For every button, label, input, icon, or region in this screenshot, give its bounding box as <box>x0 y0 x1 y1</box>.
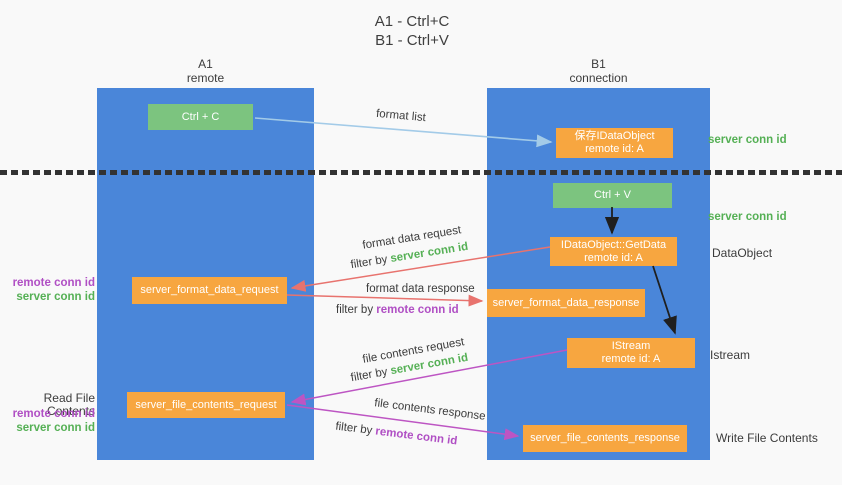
filter-by-text: filter by <box>349 365 392 385</box>
write-file-contents-label: Write File Contents <box>716 431 818 445</box>
file-response-filter-label: filter by remote conn id <box>335 421 458 448</box>
filter-by-text: filter by <box>349 253 392 272</box>
title-line-1: A1 - Ctrl+C <box>374 13 450 30</box>
node-format-request-label: server_format_data_request <box>140 284 279 296</box>
file-contents-response-label: file contents response <box>373 397 487 423</box>
format-data-response-label: format data response <box>366 283 475 295</box>
dataobject-label: DataObject <box>712 246 773 260</box>
lifeline-b1-subtitle: connection <box>569 71 628 85</box>
node-istream-line1: IStream <box>611 340 651 352</box>
lifeline-a1-subtitle: remote <box>186 71 225 85</box>
format-response-filter-label: filter by remote conn id <box>336 304 459 316</box>
node-ctrl-v-label: Ctrl + V <box>594 189 631 201</box>
node-server-file-contents-response: server_file_contents_response <box>523 425 687 452</box>
dotted-separator <box>0 170 842 175</box>
read-file-contents-label: Read File Contents <box>43 391 95 418</box>
remote-conn-id-label-2: remote conn id <box>12 408 95 420</box>
node-save-idataobject: 保存IDataObject remote id: A <box>556 128 673 158</box>
lifeline-a1-header: A1 remote <box>97 57 314 85</box>
filter-by-text: filter by <box>334 420 377 438</box>
istream-label: Istream <box>710 348 751 362</box>
node-file-request-label: server_file_contents_request <box>135 398 277 411</box>
server-conn-id-label-mid: server conn id <box>708 211 787 223</box>
remote-conn-id-text: remote conn id <box>374 425 458 448</box>
node-ctrl-c-label: Ctrl + C <box>181 110 220 123</box>
lifeline-b1-name: B1 <box>591 57 606 71</box>
node-getdata-line1: IDataObject::GetData <box>560 238 667 251</box>
format-data-response-arrow <box>286 294 484 307</box>
lifeline-a1-name: A1 <box>198 57 213 71</box>
node-format-response-label: server_format_data_response <box>492 296 640 309</box>
node-server-file-contents-request: server_file_contents_request <box>127 392 285 418</box>
remote-conn-id-label-1: remote conn id <box>12 277 95 289</box>
node-istream: IStream remote id: A <box>567 338 695 368</box>
node-getdata-line2: remote id: A <box>584 251 643 264</box>
server-conn-id-label-1: server conn id <box>16 290 95 303</box>
conn-id-pair-2: remote conn id server conn id <box>0 408 95 435</box>
server-conn-id-label-2: server conn id <box>16 421 95 434</box>
node-server-format-data-request: server_format_data_request <box>132 277 287 304</box>
filter-by-text: filter by <box>336 304 377 316</box>
node-idataobject-getdata: IDataObject::GetData remote id: A <box>550 237 677 266</box>
node-ctrl-c: Ctrl + C <box>148 104 253 130</box>
node-save-idataobject-line2: remote id: A <box>585 143 644 155</box>
node-ctrl-v: Ctrl + V <box>553 183 672 208</box>
node-istream-line2: remote id: A <box>601 353 661 365</box>
lifeline-b1-header: B1 connection <box>487 57 710 85</box>
title-line-2: B1 - Ctrl+V <box>375 32 449 49</box>
node-server-format-data-response: server_format_data_response <box>487 289 645 317</box>
conn-id-pair-1: remote conn id server conn id <box>0 277 95 304</box>
format-list-label: format list <box>375 107 427 125</box>
remote-conn-id-text: remote conn id <box>376 304 459 316</box>
node-file-response-label: server_file_contents_response <box>530 432 680 444</box>
node-save-idataobject-line1: 保存IDataObject <box>574 130 655 142</box>
server-conn-id-label-top: server conn id <box>708 134 787 146</box>
diagram-title: A1 - Ctrl+C B1 - Ctrl+V <box>312 12 512 50</box>
